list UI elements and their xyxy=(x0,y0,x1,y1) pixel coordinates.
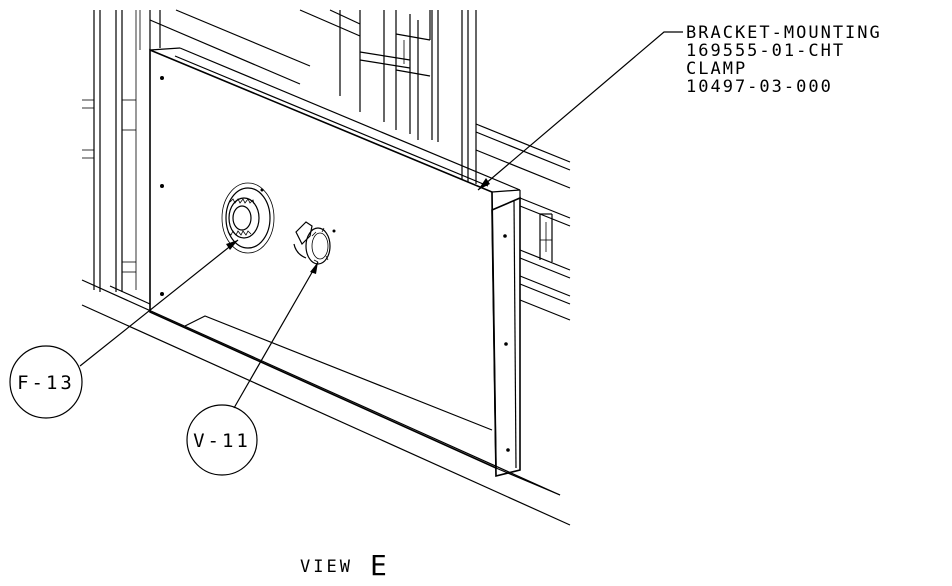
annotation-line-clamp-part: 10497-03-000 xyxy=(686,77,833,97)
callout-f13-label: F-13 xyxy=(17,372,75,394)
callout-v11-label: V-11 xyxy=(193,430,251,452)
callout-f13: F-13 xyxy=(9,345,83,419)
leader-lines xyxy=(79,31,683,409)
part-annotation: BRACKET-MOUNTING 169555-01-CHT CLAMP 104… xyxy=(686,23,882,97)
annotation-line-bracket-part: 169555-01-CHT xyxy=(686,41,845,61)
annotation-line-clamp: CLAMP xyxy=(686,59,747,79)
upper-frame xyxy=(149,9,571,321)
valve-v11 xyxy=(293,221,336,265)
callout-v11: V-11 xyxy=(186,404,258,476)
view-label: VIEW E xyxy=(300,549,390,582)
view-label-prefix: VIEW xyxy=(300,557,353,577)
bracket-mounting xyxy=(491,189,521,478)
view-label-letter: E xyxy=(370,549,390,582)
fitting-f13 xyxy=(221,182,275,254)
main-panel xyxy=(149,47,521,470)
left-frame xyxy=(82,10,141,292)
annotation-line-bracket: BRACKET-MOUNTING xyxy=(686,23,882,43)
floor-lines xyxy=(81,279,571,526)
